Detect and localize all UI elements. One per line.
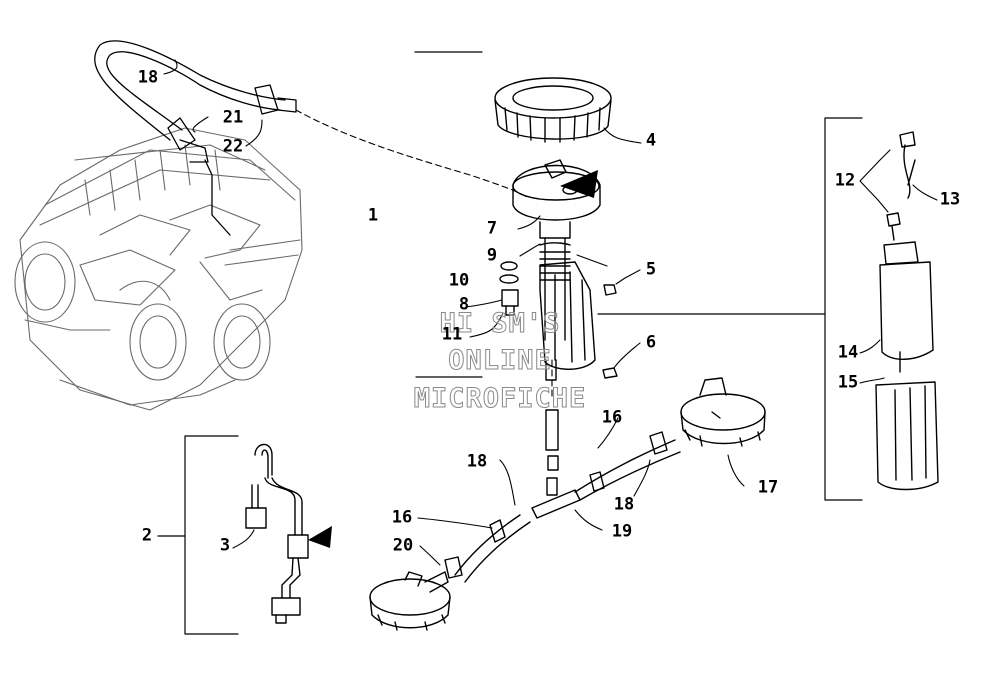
callout-5: 5 <box>645 259 657 280</box>
callout-12: 12 <box>834 170 856 191</box>
callout-11: 11 <box>441 324 463 345</box>
callout-3: 3 <box>219 535 231 556</box>
callout-16-left: 16 <box>391 507 413 528</box>
callout-20: 20 <box>392 535 414 556</box>
callout-18-lower: 18 <box>613 494 635 515</box>
pump-assembly <box>512 159 601 381</box>
callout-10: 10 <box>448 270 470 291</box>
wiring-harness <box>245 443 309 624</box>
callout-14: 14 <box>837 342 859 363</box>
callout-2: 2 <box>141 525 153 546</box>
callout-18-middle: 18 <box>466 451 488 472</box>
watermark-line-3: MICROFICHE <box>413 383 587 415</box>
callout-16-right: 16 <box>601 407 623 428</box>
lock-ring-4 <box>494 77 612 143</box>
pump-detail-group <box>875 131 939 491</box>
callout-17: 17 <box>757 477 779 498</box>
watermark-line-1: HI SM'S <box>439 308 561 340</box>
fuel-filter-17 <box>680 377 766 447</box>
lower-fuel-lines <box>444 409 681 583</box>
seals-and-fittings <box>499 261 618 379</box>
callout-22: 22 <box>222 136 244 157</box>
callout-19: 19 <box>611 521 633 542</box>
group-brackets <box>157 51 863 635</box>
watermark-line-2: ONLINE <box>448 345 552 377</box>
callout-6: 6 <box>645 332 657 353</box>
callout-7: 7 <box>486 218 498 239</box>
callout-13: 13 <box>939 189 961 210</box>
callout-8: 8 <box>458 294 470 315</box>
callout-1: 1 <box>367 205 379 226</box>
callout-9: 9 <box>486 245 498 266</box>
fuel-hose-18-upper <box>94 40 297 236</box>
indicator-arrows <box>308 170 598 548</box>
callout-21: 21 <box>222 107 244 128</box>
callout-18-upper: 18 <box>137 67 159 88</box>
callout-15: 15 <box>837 372 859 393</box>
callout-4: 4 <box>645 130 657 151</box>
engine-illustration <box>14 127 303 411</box>
leader-lines <box>163 59 938 566</box>
fuel-filter-20 <box>369 571 451 631</box>
